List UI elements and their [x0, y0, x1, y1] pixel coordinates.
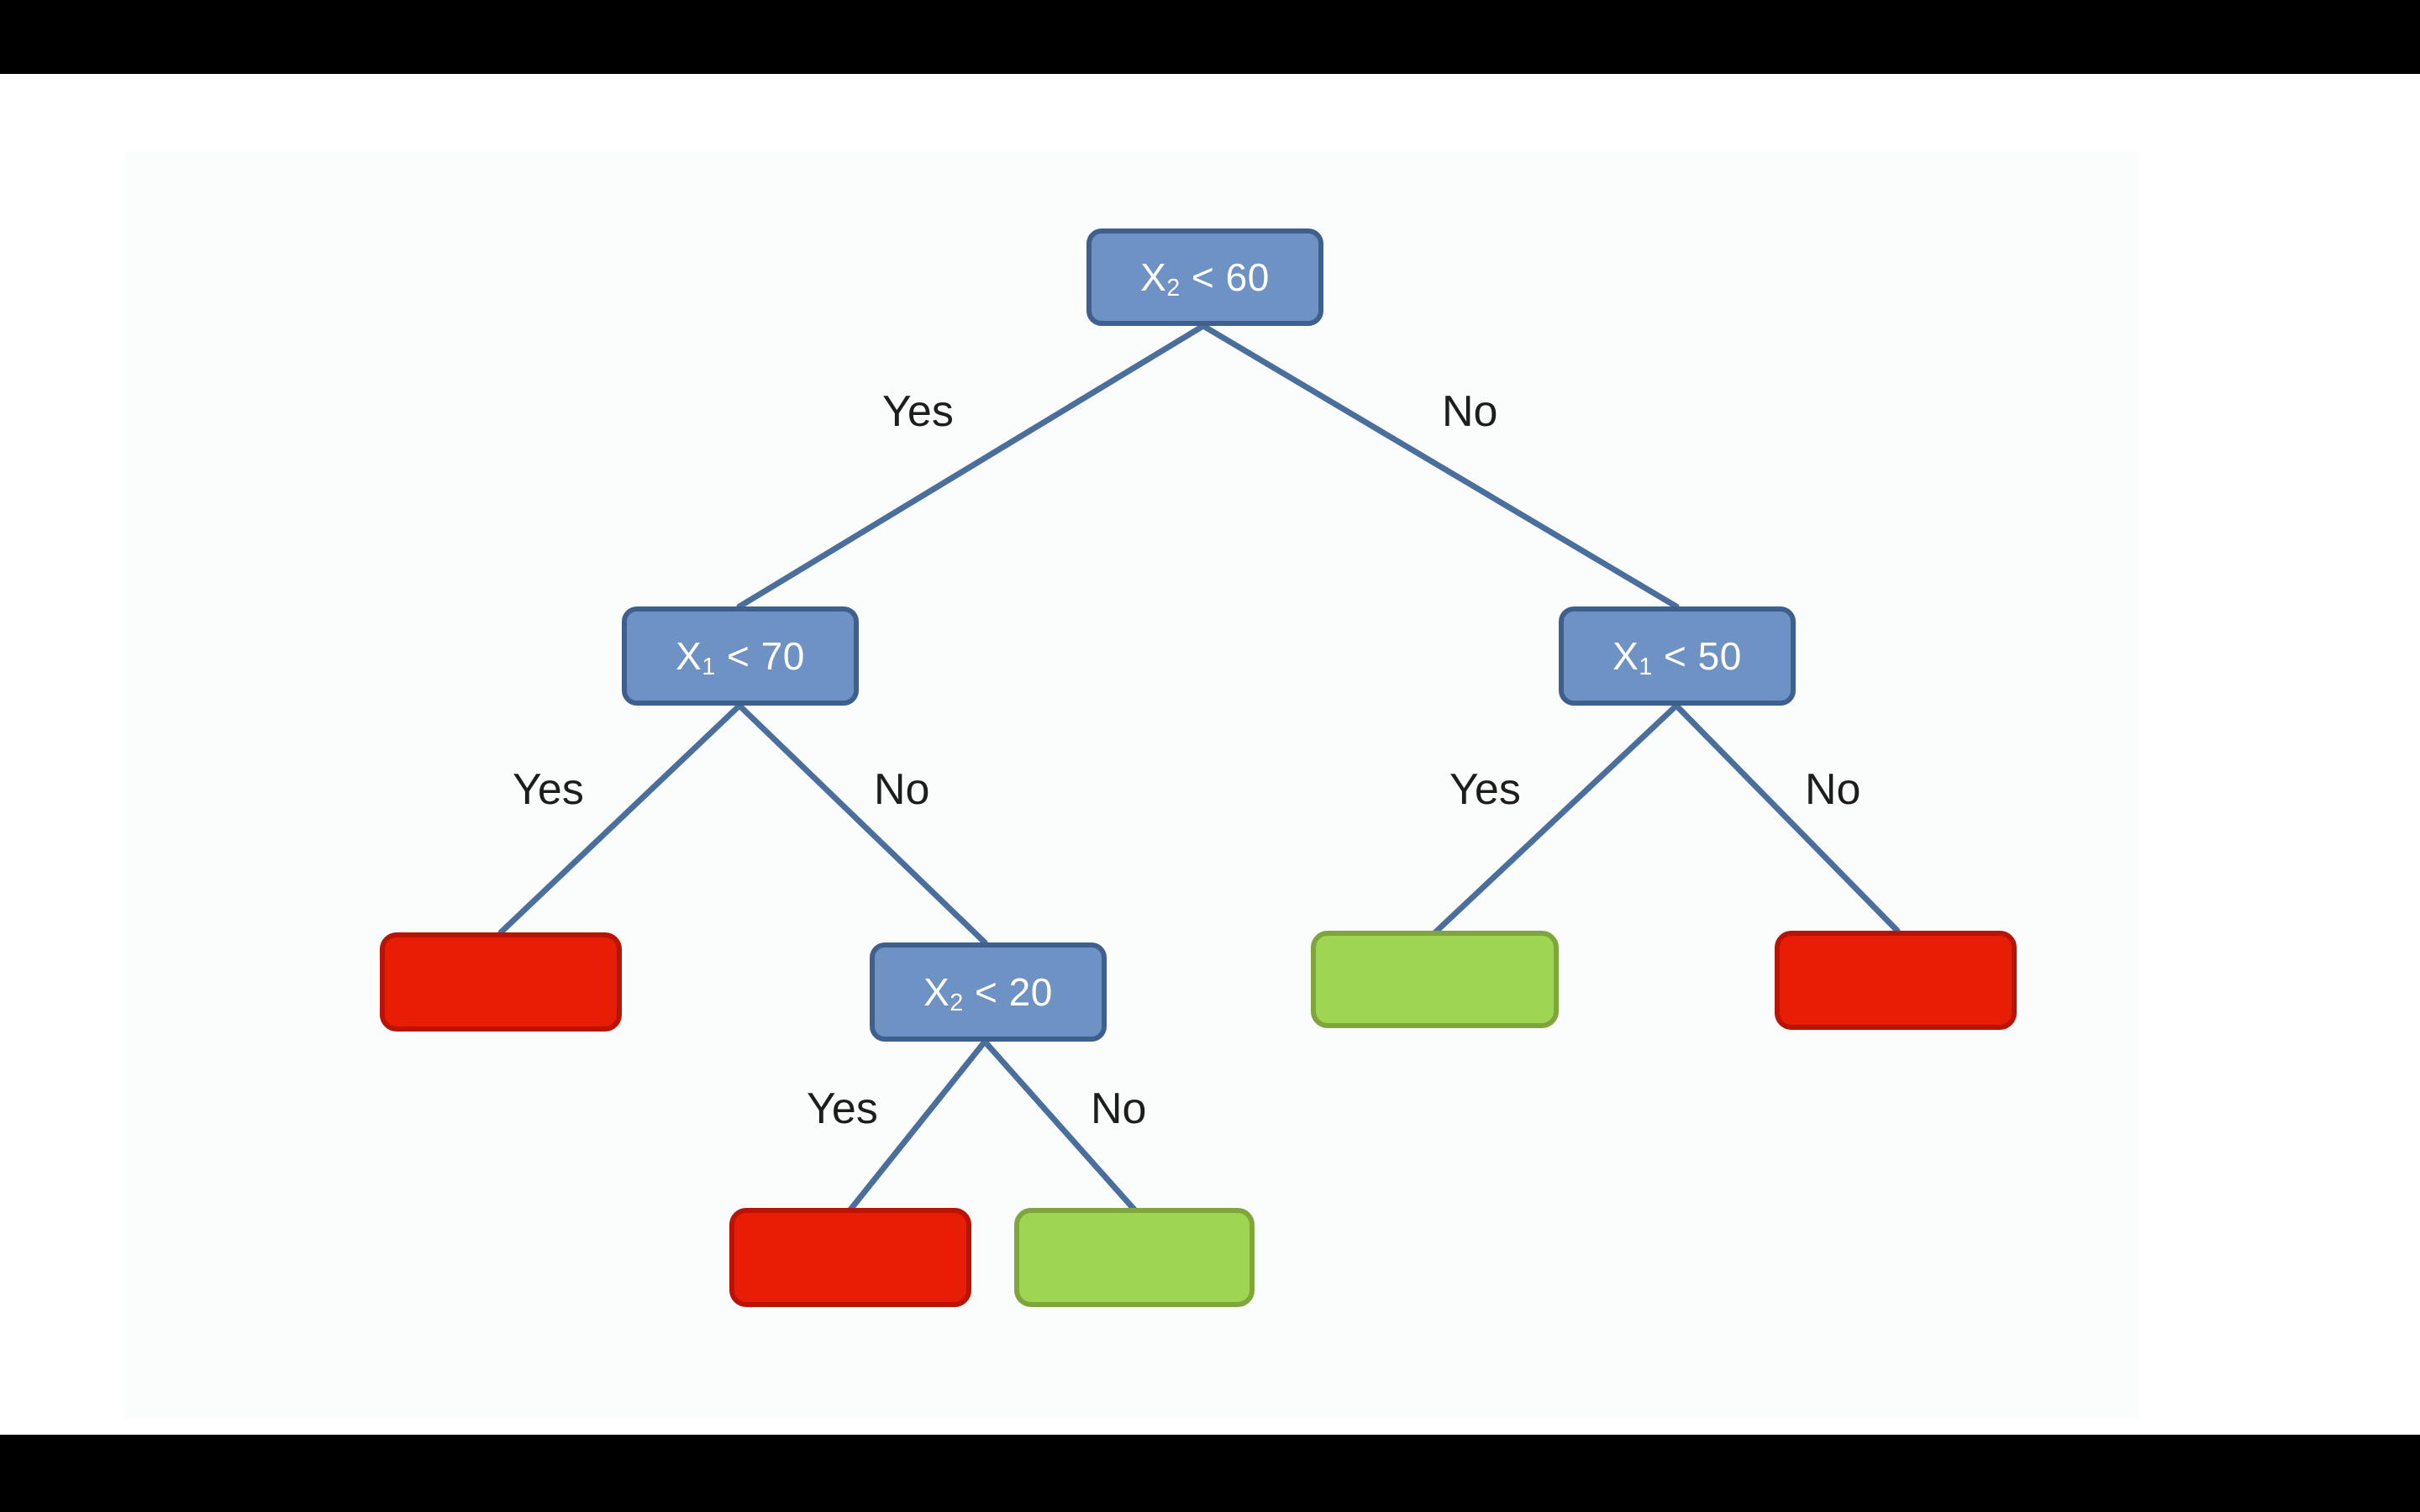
node-lr-x2-lt-20[interactable]: X2 < 20 — [870, 942, 1107, 1042]
letterbox-bottom-band — [0, 1435, 2420, 1512]
node-lr-label: X2 < 20 — [923, 970, 1053, 1017]
branch-label-root-yes: Yes — [882, 387, 954, 436]
node-left-x1-lt-70[interactable]: X1 < 70 — [622, 606, 859, 706]
node-left-label: X1 < 70 — [676, 634, 805, 681]
leaf-lr-green[interactable] — [1014, 1208, 1255, 1307]
branch-label-left-yes: Yes — [513, 765, 584, 814]
leaf-lr-red[interactable] — [729, 1208, 971, 1307]
branch-label-lr-no: No — [1091, 1084, 1147, 1133]
branch-label-root-no: No — [1442, 387, 1498, 436]
leaf-left-red[interactable] — [380, 932, 622, 1032]
node-root-label: X2 < 60 — [1140, 255, 1270, 302]
branch-label-lr-yes: Yes — [807, 1084, 878, 1133]
node-right-x1-lt-50[interactable]: X1 < 50 — [1559, 606, 1796, 706]
leaf-right-green[interactable] — [1311, 931, 1559, 1028]
leaf-right-red[interactable] — [1775, 931, 2017, 1030]
letterbox-top-band — [0, 0, 2420, 74]
branch-label-right-no: No — [1805, 765, 1861, 814]
branch-label-right-yes: Yes — [1449, 765, 1521, 814]
branch-label-left-no: No — [874, 765, 930, 814]
node-root-x2-lt-60[interactable]: X2 < 60 — [1086, 228, 1323, 326]
node-right-label: X1 < 50 — [1612, 634, 1742, 681]
